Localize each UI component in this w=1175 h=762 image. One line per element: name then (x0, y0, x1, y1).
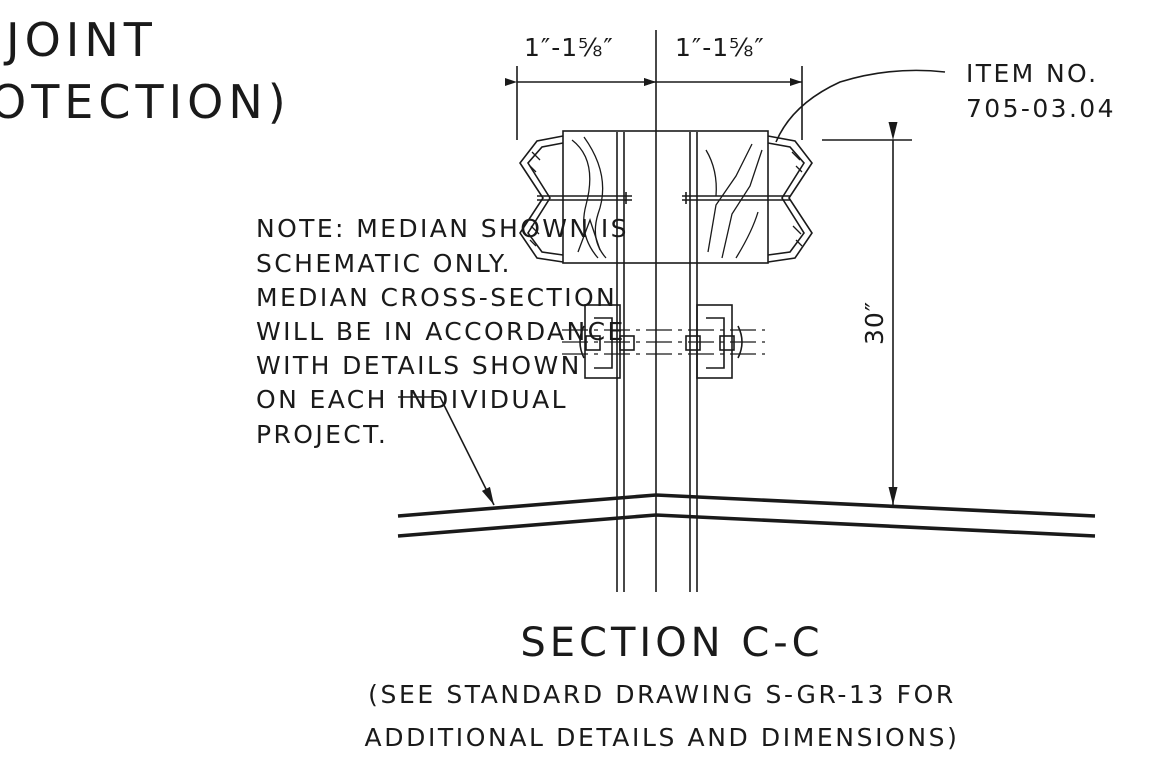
item-number: 705-03.04 (966, 94, 1116, 123)
heading-line-2: OTECTION) (0, 75, 291, 129)
width-dimension: 1″-1⅝″ 1″-1⅝″ (505, 33, 803, 140)
median-ground (397, 493, 1096, 538)
height-dimension: 30″ (822, 122, 912, 505)
w-beam-rails (519, 135, 813, 263)
left-width-label: 1″-1⅝″ (524, 33, 614, 62)
note-line-6: ON EACH INDIVIDUAL (256, 385, 568, 414)
note-line-2: SCHEMATIC ONLY. (256, 249, 512, 278)
note-line-4: WILL BE IN ACCORDANCE (256, 317, 626, 346)
note-line-1: NOTE: MEDIAN SHOWN IS (256, 214, 629, 243)
note-leader (398, 396, 495, 506)
section-subtitle-line-1: (SEE STANDARD DRAWING S-GR-13 FOR (368, 680, 956, 709)
note-line-5: WITH DETAILS SHOWN (256, 351, 582, 380)
lower-bolt-assembly (562, 304, 765, 379)
item-callout: ITEM NO. 705-03.04 (775, 59, 1116, 143)
section-title: SECTION C-C (520, 620, 823, 666)
note-line-7: PROJECT. (256, 420, 388, 449)
section-subtitle-line-2: ADDITIONAL DETAILS AND DIMENSIONS) (365, 723, 960, 752)
item-label: ITEM NO. (966, 59, 1098, 88)
height-label: 30″ (860, 301, 889, 345)
right-width-label: 1″-1⅝″ (675, 33, 765, 62)
guardrail-post (616, 30, 698, 592)
note-line-3: MEDIAN CROSS-SECTION (256, 283, 617, 312)
timber-blockouts (562, 130, 769, 264)
heading-line-1: JOINT (3, 13, 157, 67)
median-note: NOTE: MEDIAN SHOWN IS SCHEMATIC ONLY. ME… (256, 214, 629, 449)
